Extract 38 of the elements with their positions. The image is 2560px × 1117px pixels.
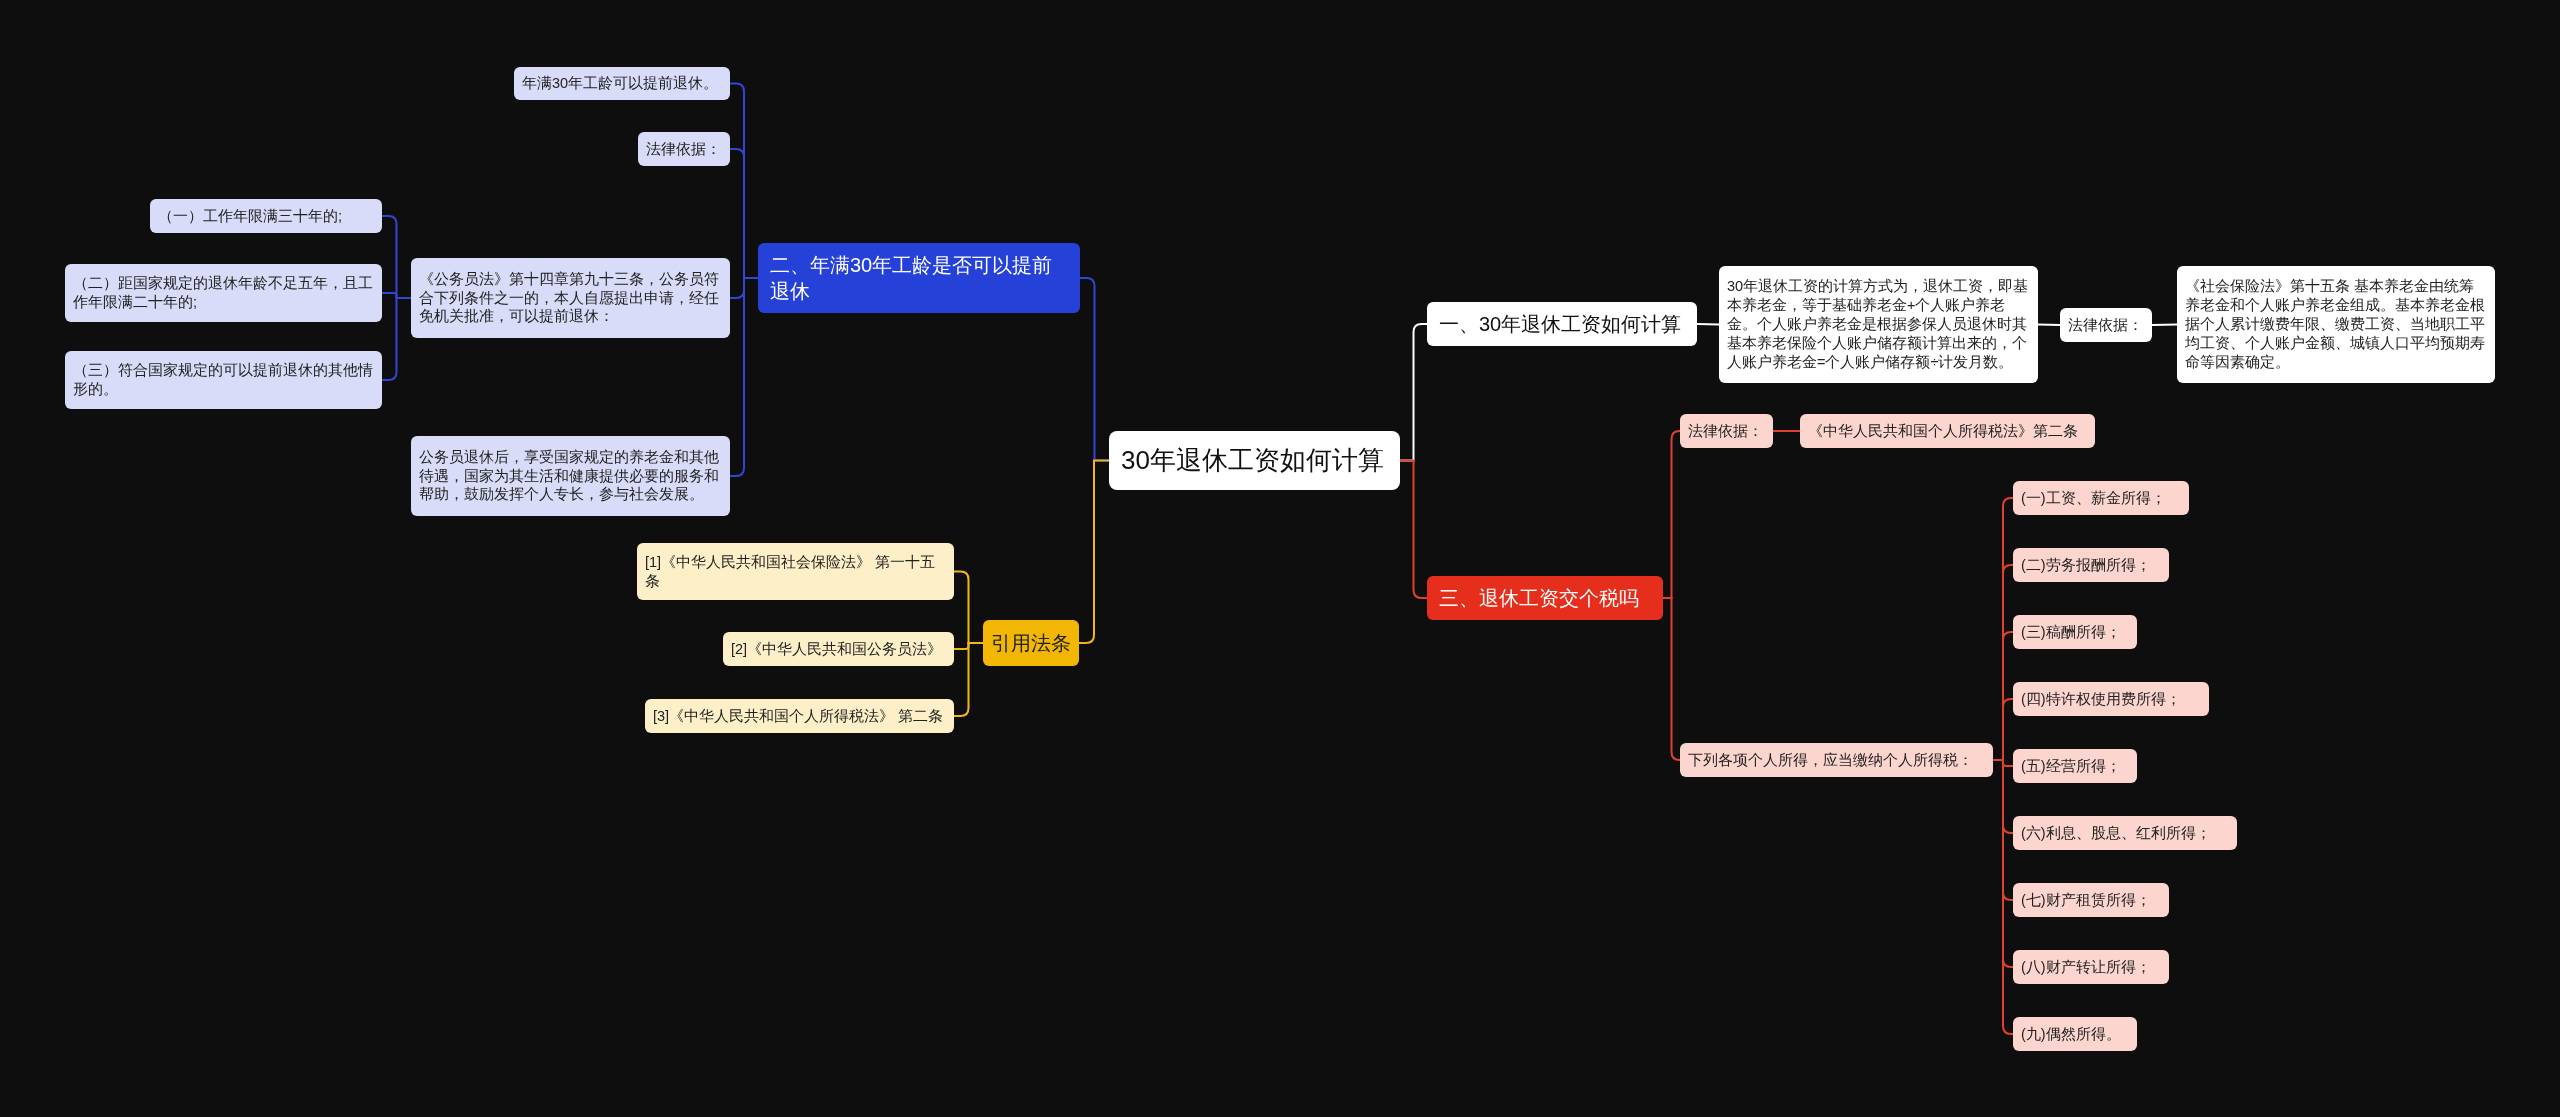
subtopic: 下列各项个人所得，应当缴纳个人所得税： [1680,743,1993,777]
connector-line [381,297,412,381]
subtopic: 《中华人民共和国个人所得税法》第二条 [1800,414,2095,448]
connector-line [2151,323,2178,326]
subtopic: [2]《中华人民共和国公务员法》 [723,632,954,666]
subtopic: （三）符合国家规定的可以提前退休的其他情形的。 [65,351,382,409]
branch-topic: 三、退休工资交个税吗 [1427,576,1663,620]
subtopic: （二）距国家规定的退休年龄不足五年，且工作年限满二十年的; [65,264,382,322]
subtopic: 法律依据： [638,132,730,166]
connector-line [1772,430,1801,432]
subtopic: (六)利息、股息、红利所得； [2013,816,2237,850]
subtopic: (九)偶然所得。 [2013,1017,2137,1051]
subtopic: 30年退休工资的计算方式为，退休工资，即基本养老金，等于基础养老金+个人账户养老金。个人账户养老金是根据参保人员退休时其基本养老保险个人账户储存额计算出来的，个人账户养老金=个人账户储存额÷计发月数。 [1719,266,2038,383]
subtopic: 法律依据： [1680,414,1773,448]
subtopic: (一)工资、薪金所得； [2013,481,2189,515]
connector-line [2037,323,2061,326]
subtopic: (八)财产转让所得； [2013,950,2169,984]
subtopic: (七)财产租赁所得； [2013,883,2169,917]
branch-topic: 引用法条 [983,620,1079,666]
connector-line [953,642,984,717]
subtopic: [3]《中华人民共和国个人所得税法》 第二条 [645,699,954,733]
subtopic: （一）工作年限满三十年的; [150,199,382,233]
subtopic: 年满30年工龄可以提前退休。 [514,67,730,100]
subtopic: [1]《中华人民共和国社会保险法》 第一十五条 [637,543,954,600]
subtopic: (三)稿酬所得； [2013,615,2137,649]
central-topic: 30年退休工资如何计算 [1109,431,1400,490]
subtopic: 公务员退休后，享受国家规定的养老金和其他待遇，国家为其生活和健康提供必要的服务和帮助，鼓励发挥个人专长，参与社会发展。 [411,436,730,516]
branch-topic: 二、年满30年工龄是否可以提前退休 [758,243,1080,313]
connector-line [1662,597,1681,761]
subtopic: 《社会保险法》第十五条 基本养老金由统筹养老金和个人账户养老金组成。基本养老金根据个人累计缴费年限、缴费工资、当地职工平均工资、个人账户金额、城镇人口平均预期寿命等因素确定。 [2177,266,2495,383]
subtopic: 《公务员法》第十四章第九十三条，公务员符合下列条件之一的，本人自愿提出申请，经任免机关批准，可以提前退休： [411,258,730,338]
subtopic: (五)经营所得； [2013,749,2137,783]
connector-line [1992,759,2014,1035]
subtopic: (二)劳务报酬所得； [2013,548,2169,582]
connector-line [1696,323,1720,326]
subtopic: (四)特许权使用费所得； [2013,682,2209,716]
branch-topic: 一、30年退休工资如何计算 [1427,302,1697,346]
subtopic: 法律依据： [2060,308,2152,342]
